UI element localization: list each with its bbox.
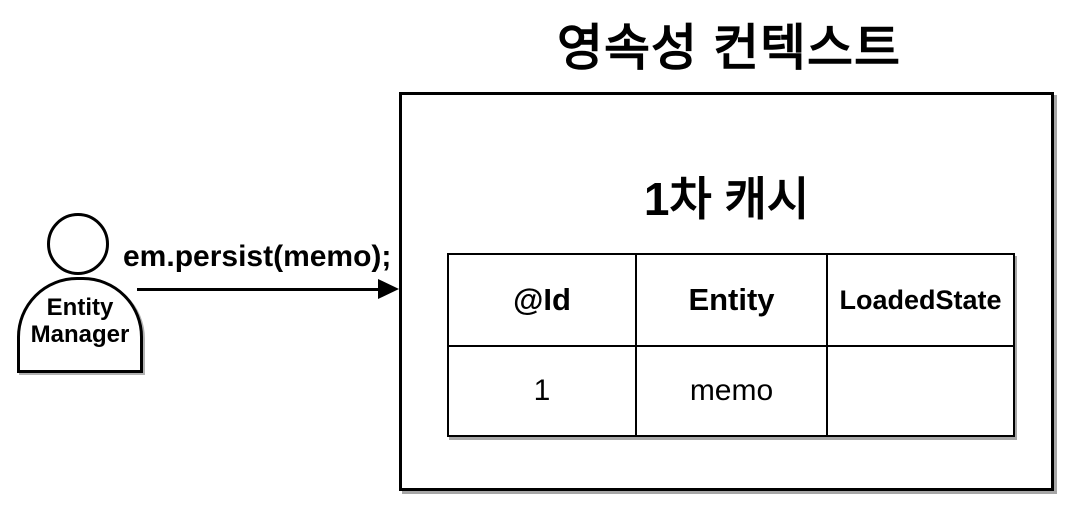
column-header-entity: Entity (635, 253, 828, 347)
column-header-loadedstate: LoadedState (826, 253, 1015, 347)
cache-table: @Id Entity LoadedState 1 memo (447, 253, 1015, 437)
cache-table-header-row: @Id Entity LoadedState (447, 253, 1015, 347)
cell-id: 1 (447, 345, 637, 437)
first-level-cache-title: 1차 캐시 (643, 173, 810, 225)
cell-loadedstate (826, 345, 1015, 437)
entity-manager-actor: Entity Manager (17, 277, 143, 373)
arrow-line (137, 288, 382, 291)
column-header-id: @Id (447, 253, 637, 347)
persistence-context-title: 영속성 컨텍스트 (557, 20, 901, 76)
arrow-head-icon (378, 279, 399, 299)
actor-head-icon (47, 213, 109, 275)
actor-label-line1: Entity (46, 294, 114, 321)
cell-entity: memo (635, 345, 828, 437)
arrow-label: em.persist(memo); (123, 240, 392, 274)
actor-label-line2: Manager (30, 321, 130, 348)
persistence-context-box: 1차 캐시 @Id Entity LoadedState 1 memo (399, 92, 1054, 491)
actor-label: Entity Manager (20, 294, 140, 348)
cache-table-row: 1 memo (447, 345, 1015, 437)
